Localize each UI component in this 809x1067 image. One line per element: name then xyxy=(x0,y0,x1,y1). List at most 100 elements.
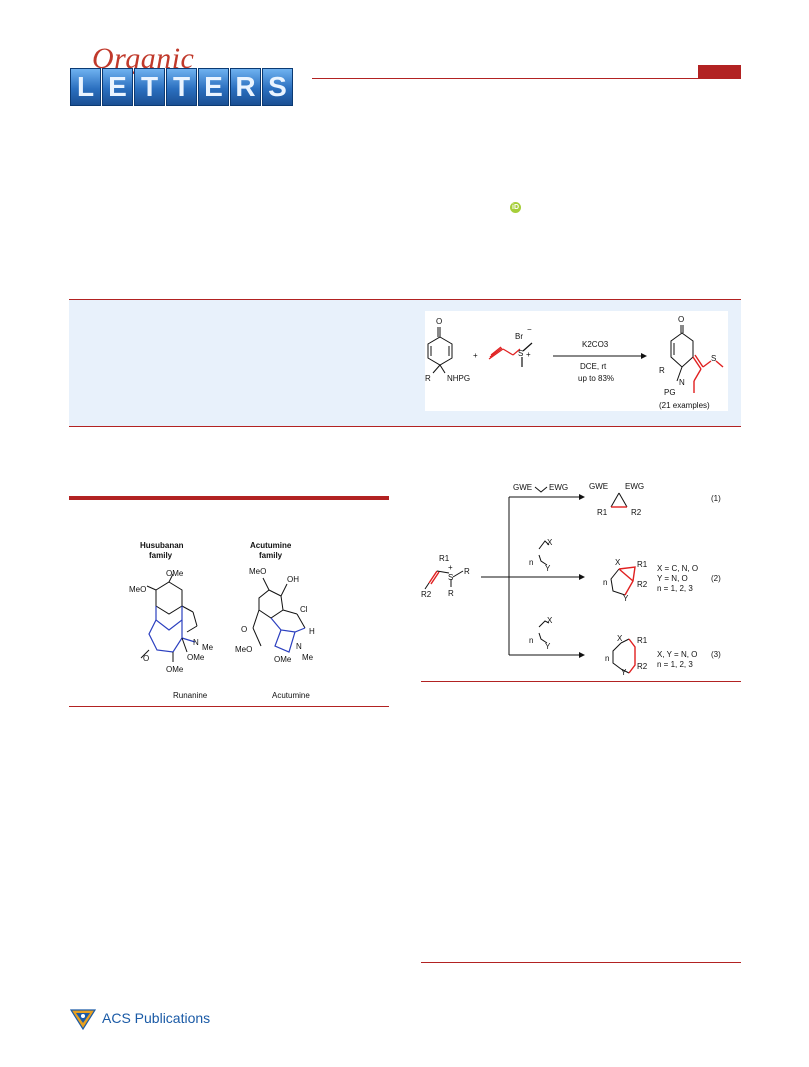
runanine-meo: MeO xyxy=(129,585,146,594)
acutumine-n: N xyxy=(296,642,302,651)
sulfonium-charge: + xyxy=(526,350,531,359)
compound-name-2: Acutumine xyxy=(272,691,310,700)
header-badge xyxy=(698,65,741,79)
logo-letter: E xyxy=(198,68,229,106)
sm-r-a: R xyxy=(464,567,470,576)
acutumine-meo-2: MeO xyxy=(235,645,252,654)
runanine-ome-top: OMe xyxy=(166,569,184,578)
footnote-rule xyxy=(421,962,741,963)
sm-r-b: R xyxy=(448,589,454,598)
product-2-x: X xyxy=(615,558,621,567)
product-1-gwe: GWE xyxy=(589,482,608,491)
product-3-x: X xyxy=(617,634,623,643)
arrowhead-2 xyxy=(579,574,585,580)
logo-tiles: L E T T E R S xyxy=(70,68,293,106)
journal-logo[interactable]: Organic L E T T E R S xyxy=(70,42,310,110)
sulfonium-s: S xyxy=(518,349,523,358)
product-1-ewg: EWG xyxy=(625,482,644,491)
family-1-subtitle: family xyxy=(149,551,173,560)
plus-sign: + xyxy=(473,351,478,360)
acutumine-cl: Cl xyxy=(300,605,308,614)
runanine-n: N xyxy=(193,638,199,647)
orcid-icon[interactable]: iD xyxy=(510,202,521,213)
acutumine-oh: OH xyxy=(287,575,299,584)
publisher-logo[interactable]: ACS Publications xyxy=(70,1006,210,1030)
prod-oxo: O xyxy=(678,315,684,324)
reagent-1-gwe: GWE xyxy=(513,483,532,492)
arrowhead-1 xyxy=(579,494,585,500)
tag-2: (2) xyxy=(711,574,721,583)
acutumine-meo: MeO xyxy=(249,567,266,576)
family-2-title: Acutumine xyxy=(250,541,292,550)
reagent-1-ewg: EWG xyxy=(549,483,568,492)
logo-letter: T xyxy=(134,68,165,106)
cond-2-line1: X = C, N, O xyxy=(657,564,698,573)
acutumine-h: H xyxy=(309,627,315,636)
tag-3: (3) xyxy=(711,650,721,659)
publisher-name: ACS Publications xyxy=(102,1010,211,1026)
sm-s: S xyxy=(448,573,453,582)
cond-3-line2: n = 1, 2, 3 xyxy=(657,660,693,669)
acs-emblem-icon xyxy=(70,1009,96,1030)
product-1-r1: R1 xyxy=(597,508,608,517)
runanine-me: Me xyxy=(202,643,214,652)
cond-2-line2: Y = N, O xyxy=(657,574,688,583)
runanine-ome-right: OMe xyxy=(187,653,205,662)
product-3-n: n xyxy=(605,654,609,663)
figure1-top-rule xyxy=(69,496,389,500)
sm-charge: + xyxy=(448,563,453,572)
sm-r1: R1 xyxy=(439,554,450,563)
reagent-3-n: n xyxy=(529,636,533,645)
toc-graphic: O R NHPG + S + Br − K2CO3 DCE, rt up to … xyxy=(425,311,728,411)
logo-letter: T xyxy=(166,68,197,106)
prod-n: N xyxy=(679,378,685,387)
figure1: Husubanan family Acutumine family OMe Me… xyxy=(129,541,315,700)
reaction-arrowhead xyxy=(641,353,647,359)
product-2-y: Y xyxy=(623,594,629,603)
sm-oxo: O xyxy=(436,317,442,326)
logo-letter: E xyxy=(102,68,133,106)
family-2-subtitle: family xyxy=(259,551,283,560)
product-2-n: n xyxy=(603,578,607,587)
examples-count: (21 examples) xyxy=(659,401,710,410)
tag-1: (1) xyxy=(711,494,721,503)
counterion: Br xyxy=(515,332,523,341)
scheme1: R1 R2 S + R R GWE EWG GWE EWG R1 R2 (1) … xyxy=(421,482,721,677)
prod-pg: PG xyxy=(664,388,676,397)
acutumine-me: Me xyxy=(302,653,314,662)
sm-r2: R2 xyxy=(421,590,432,599)
arrowhead-3 xyxy=(579,652,585,658)
product-3-r2: R2 xyxy=(637,662,648,671)
acutumine-ome: OMe xyxy=(274,655,292,664)
product-1-r2: R2 xyxy=(631,508,642,517)
reagent-3-x: X xyxy=(547,616,553,625)
prod-s: S xyxy=(711,354,716,363)
compound-name-1: Runanine xyxy=(173,691,208,700)
conditions-1: DCE, rt xyxy=(580,362,607,371)
counterion-charge: − xyxy=(527,325,532,334)
cond-2-line3: n = 1, 2, 3 xyxy=(657,584,693,593)
conditions-2: up to 83% xyxy=(578,374,614,383)
logo-letter: L xyxy=(70,68,101,106)
runanine-ome-bottom: OMe xyxy=(166,665,184,674)
reagent-2-n: n xyxy=(529,558,533,567)
runanine-oxo: O xyxy=(143,654,149,663)
logo-letter: S xyxy=(262,68,293,106)
scheme1-bottom-rule xyxy=(421,681,741,682)
reagent: K2CO3 xyxy=(582,340,609,349)
acutumine-oxo: O xyxy=(241,625,247,634)
reagent-2-x: X xyxy=(547,538,553,547)
product-2-r2: R2 xyxy=(637,580,648,589)
cond-3-line1: X, Y = N, O xyxy=(657,650,697,659)
header-rule xyxy=(312,78,741,79)
family-1-title: Husubanan xyxy=(140,541,184,550)
reagent-2-y: Y xyxy=(545,564,551,573)
product-2-r1: R1 xyxy=(637,560,648,569)
sm-nhpg: NHPG xyxy=(447,374,470,383)
sm-r: R xyxy=(425,374,431,383)
prod-r: R xyxy=(659,366,665,375)
logo-letter: R xyxy=(230,68,261,106)
reagent-3-y: Y xyxy=(545,642,551,651)
figure1-bottom-rule xyxy=(69,706,389,707)
product-3-r1: R1 xyxy=(637,636,648,645)
